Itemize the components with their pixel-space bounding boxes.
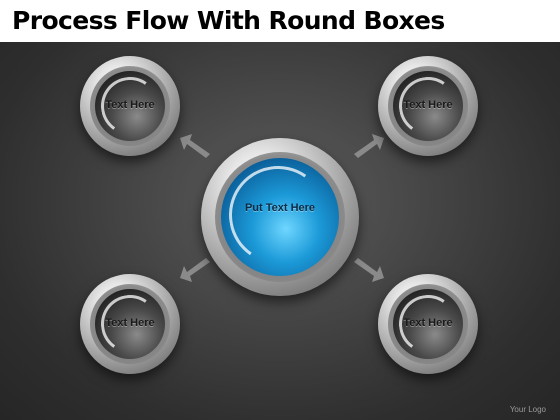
node-label: Text Here	[403, 317, 453, 329]
node-label: Text Here	[105, 99, 155, 111]
arrow-up-right	[354, 134, 384, 158]
node-face	[95, 289, 165, 359]
slide-title: Process Flow With Round Boxes	[12, 6, 445, 35]
process-flow-diagram: Text Here Text Here Text Here	[0, 42, 560, 420]
node-center: Put Text Here	[201, 138, 359, 296]
node-bottom-right: Text Here	[378, 274, 478, 374]
node-face	[95, 71, 165, 141]
node-face	[393, 71, 463, 141]
node-face	[221, 158, 339, 276]
node-gloss	[221, 158, 335, 272]
node-bottom-left: Text Here	[80, 274, 180, 374]
arrow-down-right	[354, 258, 384, 282]
node-top-left: Text Here	[80, 56, 180, 156]
arrow-down-left	[180, 258, 210, 282]
node-top-right: Text Here	[378, 56, 478, 156]
node-label: Text Here	[403, 99, 453, 111]
arrow-up-left	[180, 134, 210, 158]
title-bar: Process Flow With Round Boxes	[0, 0, 560, 42]
logo-text: Your Logo	[509, 405, 546, 414]
center-node-label: Put Text Here	[244, 202, 316, 214]
diagram-canvas: Text Here Text Here Text Here	[0, 42, 560, 420]
node-face	[393, 289, 463, 359]
node-label: Text Here	[105, 317, 155, 329]
